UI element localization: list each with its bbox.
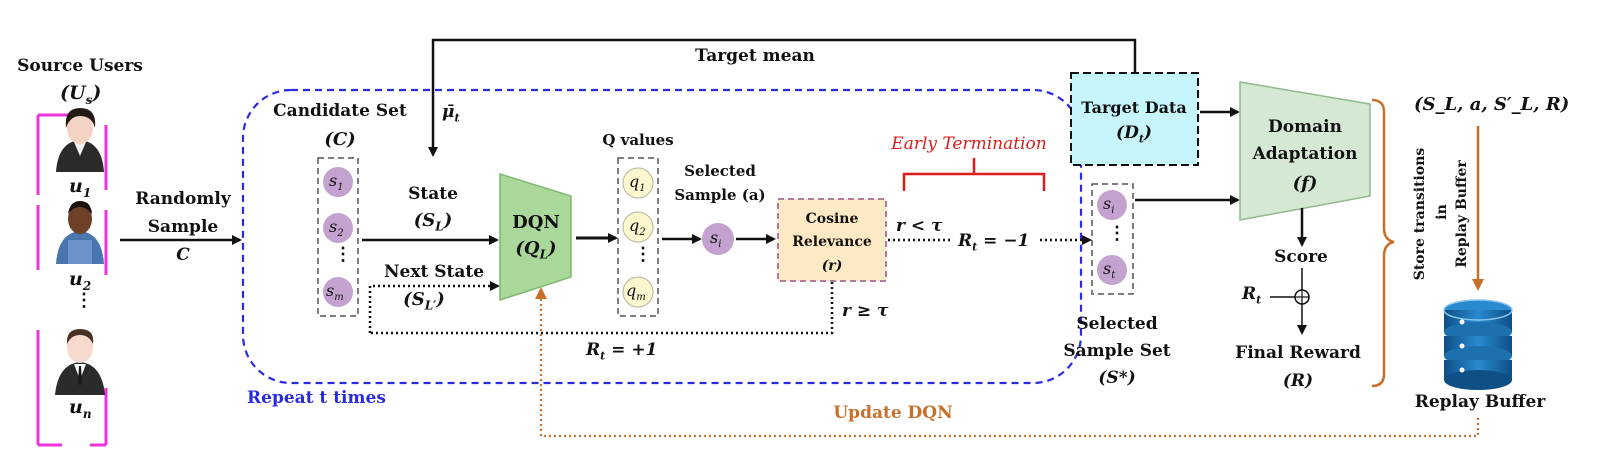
mu-label: μ̄t	[442, 102, 460, 125]
store-text-line3: Replay Buffer	[1454, 160, 1470, 268]
target-mean-line	[428, 38, 1137, 157]
source-users-symbol: (Us)	[60, 82, 102, 107]
target-data-label: Target Data	[1081, 98, 1187, 117]
selected-set-ellipsis: ⋮	[1108, 223, 1126, 244]
domain-adaptation-line2: Adaptation	[1252, 144, 1358, 164]
store-brace	[1371, 98, 1395, 388]
target-data-box	[1070, 72, 1199, 166]
q-node-qm	[622, 276, 654, 308]
selected-sample-line1: Selected	[684, 162, 756, 180]
next-state-label: Next State	[383, 262, 485, 282]
candidate-set-box	[317, 157, 359, 317]
q-ellipsis: ⋮	[634, 244, 652, 265]
final-reward-symbol: (R)	[1282, 371, 1314, 391]
early-termination-bracket	[902, 158, 1046, 191]
q-node-q1	[622, 167, 654, 199]
sample-label-var: C	[176, 245, 190, 265]
source-user-brackets	[36, 113, 108, 447]
user-label-u2: u2	[69, 268, 92, 293]
dqn-label: DQN	[512, 212, 560, 233]
selected-sample-node	[702, 223, 734, 255]
user-label-un: un	[69, 396, 92, 421]
cosine-line1: Cosine	[805, 211, 859, 227]
dqn-symbol: (QL)	[515, 238, 557, 262]
update-dqn-path	[535, 287, 1480, 438]
person-icon-u2	[56, 201, 104, 264]
candidate-s2-label: s2	[329, 217, 344, 240]
domain-adaptation-block	[1239, 81, 1371, 221]
selected-set-si-label: si	[1103, 194, 1115, 217]
q-values-title: Q values	[602, 131, 674, 149]
final-reward-label: Final Reward	[1235, 343, 1361, 363]
early-termination-label: Early Termination	[891, 134, 1047, 154]
store-text-line1: Store transitions	[1412, 147, 1428, 281]
candidate-sm-label: sm	[326, 281, 344, 304]
selected-set-line2: Sample Set	[1063, 341, 1171, 361]
sample-label-line2: Sample	[147, 217, 219, 237]
next-state-arrow	[368, 281, 500, 333]
database-icon	[1443, 299, 1513, 390]
state-label: State	[408, 184, 458, 204]
target-mean-label: Target mean	[695, 46, 815, 66]
q-node-q2	[622, 211, 654, 243]
users-ellipsis: ⋮	[75, 290, 93, 311]
source-users-title: Source Users	[17, 56, 143, 76]
domain-adaptation-line1: Domain	[1268, 117, 1342, 137]
domain-adaptation-symbol: (f)	[1292, 173, 1318, 194]
state-symbol: (SL)	[413, 210, 453, 234]
r-geq-tau: r ≥ τ	[842, 301, 889, 321]
sample-label-line1: Randomly	[135, 189, 231, 209]
candidate-set-symbol: (C)	[324, 129, 356, 150]
selected-set-node-st	[1097, 255, 1127, 285]
candidate-s1-label: s1	[329, 171, 344, 194]
selected-sample-node-label: si	[710, 228, 722, 251]
candidate-node-sm	[323, 277, 353, 307]
reward-positive: Rt = +1	[586, 340, 658, 363]
cosine-line3: (r)	[821, 258, 843, 274]
q1-label: q1	[629, 172, 646, 195]
dqn-block	[499, 172, 572, 302]
q2-label: q2	[629, 216, 646, 239]
candidate-node-s1	[323, 167, 353, 197]
replay-buffer-label: Replay Buffer	[1414, 392, 1546, 412]
selected-set-box	[1091, 183, 1134, 295]
qm-label: qm	[626, 281, 646, 304]
cosine-line2: Relevance	[792, 234, 872, 250]
next-state-symbol: (SL′)	[403, 289, 445, 313]
r-less-tau: r < τ	[896, 216, 943, 236]
positive-reward-loop	[370, 282, 834, 335]
q-values-box	[617, 157, 659, 317]
candidate-set-title: Candidate Set	[273, 101, 407, 121]
candidate-node-s2	[323, 213, 353, 243]
selected-set-symbol: (S*)	[1098, 368, 1136, 388]
score-label: Score	[1274, 247, 1328, 267]
cosine-relevance-box	[777, 198, 887, 282]
reward-negative: Rt = −1	[958, 231, 1030, 254]
repeat-label: Repeat t times	[247, 388, 386, 408]
user-label-u1: u1	[69, 175, 92, 200]
rt-input-label: Rt	[1242, 284, 1262, 307]
selected-set-node-si	[1097, 190, 1127, 220]
update-dqn-label: Update DQN	[833, 403, 953, 423]
store-text-line2: in	[1434, 204, 1450, 220]
candidate-ellipsis: ⋮	[334, 244, 352, 265]
target-data-symbol: (Dt)	[1116, 123, 1152, 146]
selected-set-line1: Selected	[1076, 314, 1158, 334]
transition-tuple: (S_L, a, S′_L, R)	[1414, 94, 1570, 115]
selected-set-st-label: st	[1103, 259, 1116, 282]
person-icon-u1	[56, 108, 104, 172]
selected-sample-line2: Sample (a)	[674, 186, 766, 204]
person-icon-un	[55, 329, 105, 395]
repeat-region	[241, 88, 1083, 385]
